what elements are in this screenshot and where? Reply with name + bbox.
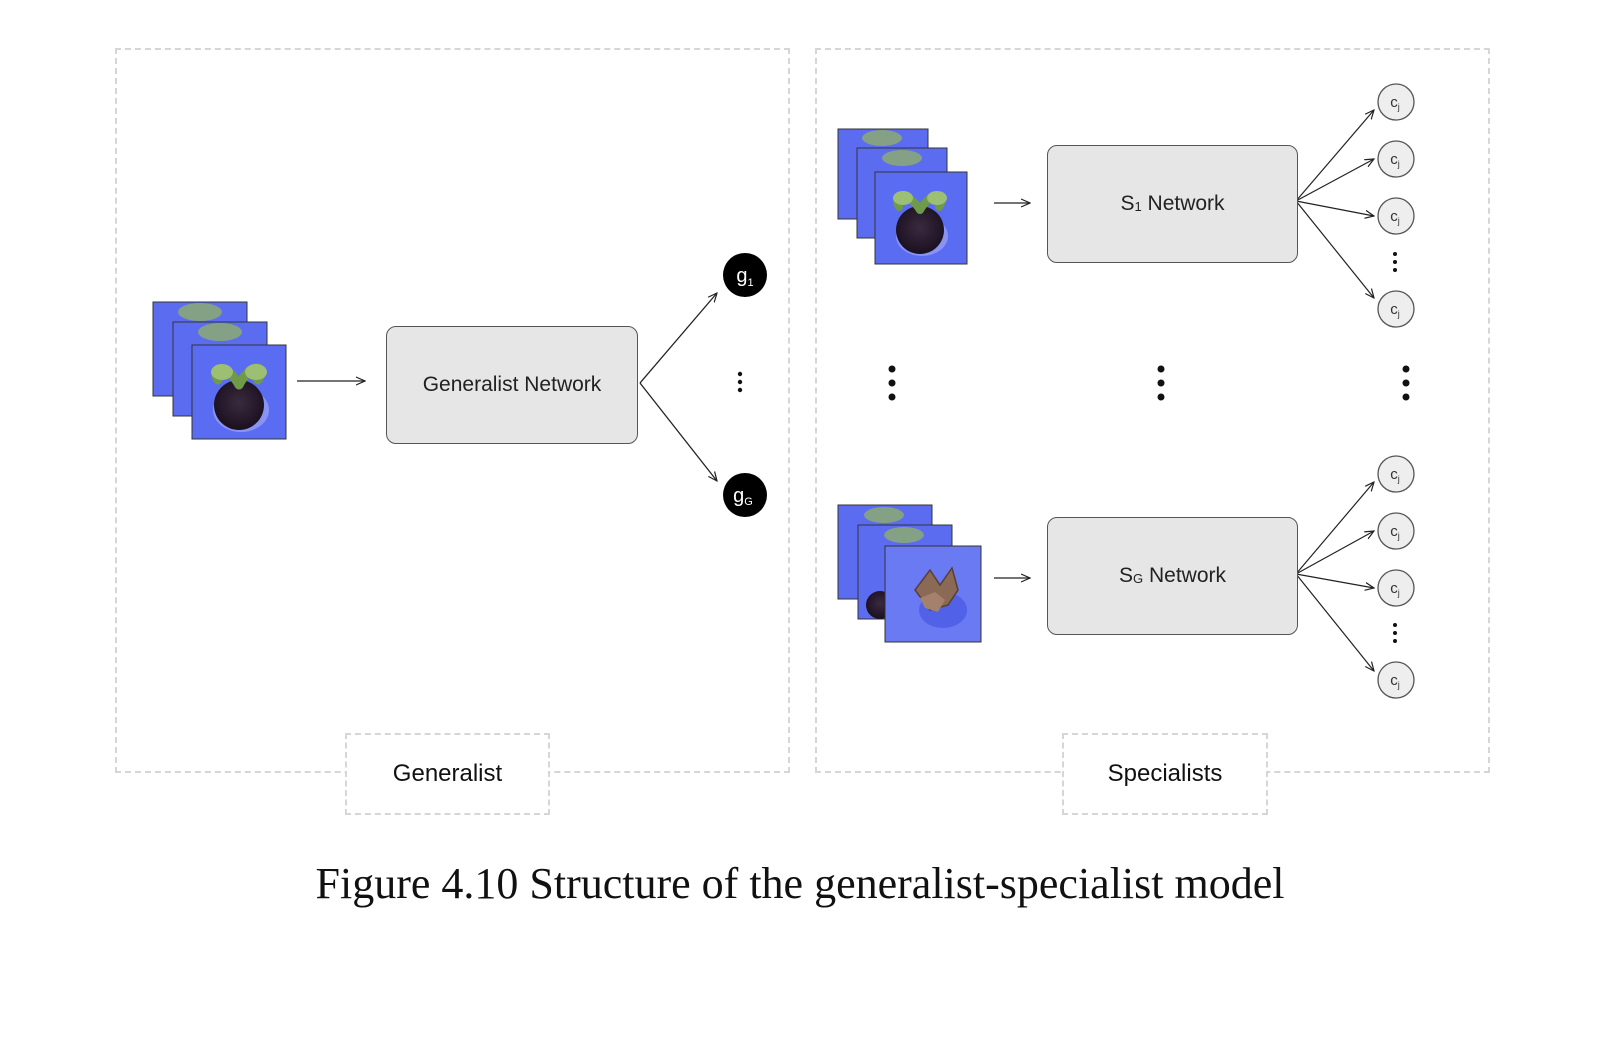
svg-text:cj: cj [1390,301,1400,319]
specialist-output-node: cj [1377,512,1415,550]
vertical-ellipsis [737,371,743,393]
generalist-network-box: Generalist Network [386,326,638,444]
generalist-image-stack [152,301,287,440]
specialist-1-network-label: S1 Network [1120,192,1225,215]
generalist-output-node: g1 [723,253,767,297]
specialist-1-output-connectors [1295,110,1374,298]
svg-text:g1: g1 [736,265,753,289]
svg-text:cj: cj [1390,580,1400,598]
specialist-g-output-connectors [1295,482,1374,671]
svg-text:cj: cj [1390,523,1400,541]
specialists-panel-label: Specialists [1062,733,1268,815]
specialist-1-image-stack [837,128,968,265]
svg-text:cj: cj [1390,672,1400,690]
vertical-ellipsis [888,365,896,401]
specialist-1-network-box: S1 Network [1047,145,1298,263]
specialist-output-node: cj [1377,290,1415,328]
svg-text:cj: cj [1390,94,1400,112]
generalist-panel-label-text: Generalist [392,760,503,787]
svg-text:cj: cj [1390,466,1400,484]
generalist-output-connectors [639,293,717,481]
specialists-panel-label-text: Specialists [1107,760,1223,787]
svg-text:gG: gG [733,485,753,508]
specialist-g-network-box: SG Network [1047,517,1298,635]
specialist-g-network-label: SG Network [1119,564,1226,587]
specialist-g-output-nodes: cj cj cj cj [1377,455,1415,699]
specialist-1-output-nodes: cj cj cj cj [1377,83,1415,328]
specialist-output-node: cj [1377,569,1415,607]
specialist-output-node: cj [1377,455,1415,493]
generalist-panel-label: Generalist [345,733,550,815]
svg-text:cj: cj [1390,208,1400,226]
specialist-output-node: cj [1377,197,1415,235]
vertical-ellipsis [1402,365,1410,401]
figure-caption: Figure 4.10 Structure of the generalist-… [315,859,1285,908]
vertical-ellipsis [1393,623,1397,643]
generalist-output-node: gG [723,473,767,517]
generalist-network-label: Generalist Network [422,373,602,396]
specialist-output-node: cj [1377,661,1415,699]
specialist-output-node: cj [1377,83,1415,121]
vertical-ellipsis [1157,365,1165,401]
vertical-ellipsis [1393,252,1397,272]
specialist-output-node: cj [1377,140,1415,178]
specialist-g-image-stack [837,504,982,643]
svg-text:cj: cj [1390,151,1400,169]
